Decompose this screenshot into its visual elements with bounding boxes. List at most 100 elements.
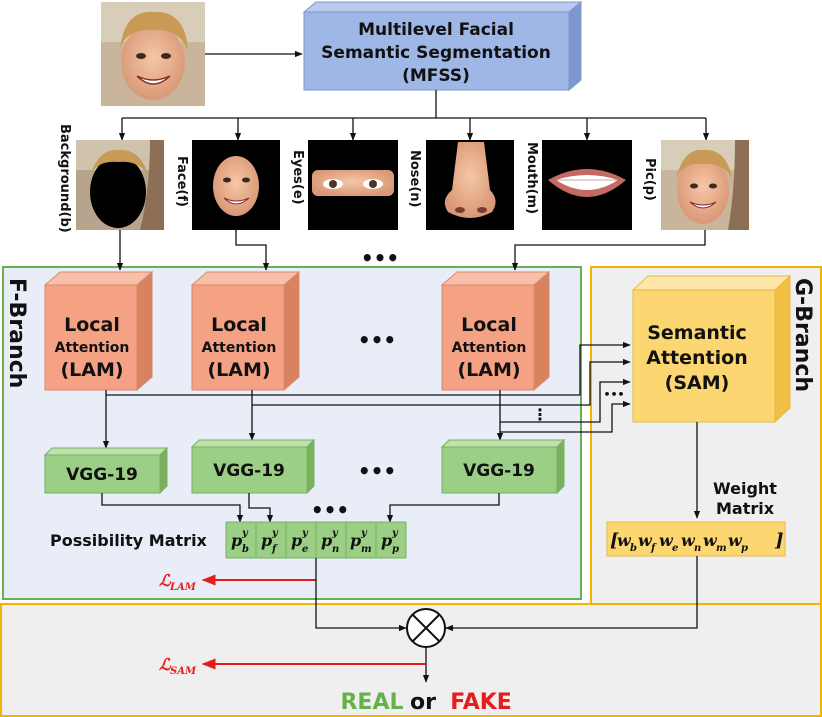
svg-text:p: p xyxy=(261,531,272,550)
svg-text:e: e xyxy=(672,543,678,554)
lam1-line3: (LAM) xyxy=(60,359,123,381)
p-cell-b: p y b xyxy=(231,528,249,555)
lam-box-2 xyxy=(190,270,301,392)
part-label-face: Face(f) xyxy=(174,156,189,207)
part-mouth-image xyxy=(542,140,632,230)
sam-line2: Attention xyxy=(646,347,747,369)
ellipsis-sam: ••• xyxy=(603,388,624,401)
svg-text:y: y xyxy=(360,528,368,539)
p-cell-n: p y n xyxy=(321,528,339,555)
input-photo xyxy=(101,2,205,106)
svg-text:w: w xyxy=(728,531,743,550)
svg-text:m: m xyxy=(361,544,372,555)
mfss-line1: Multilevel Facial xyxy=(358,20,514,40)
lam3-line3: (LAM) xyxy=(457,359,520,381)
sam-line3: (SAM) xyxy=(665,372,730,394)
part-pic-image xyxy=(661,140,749,230)
part-label-pic: Pic(p) xyxy=(642,158,657,201)
multiply-node xyxy=(406,608,446,648)
possibility-matrix xyxy=(225,521,407,559)
vgg1-label: VGG-19 xyxy=(66,465,138,485)
svg-text:y: y xyxy=(271,528,279,539)
weight-label-1: Weight xyxy=(713,479,777,498)
vdots-sam: ⋮ xyxy=(532,405,548,424)
svg-text:w: w xyxy=(617,531,632,550)
svg-text:p: p xyxy=(321,531,332,550)
vgg-box-2 xyxy=(190,438,316,495)
mfss-line3: (MFSS) xyxy=(402,66,470,86)
svg-text:w: w xyxy=(703,531,718,550)
svg-text:p: p xyxy=(291,531,302,550)
svg-text:m: m xyxy=(716,543,727,554)
weight-matrix-box xyxy=(606,521,786,557)
part-label-mouth: Mouth(m) xyxy=(524,142,539,214)
lam-box-3 xyxy=(440,270,551,392)
svg-text:LAM: LAM xyxy=(169,582,197,593)
mfss-box xyxy=(302,0,583,92)
vgg3-label: VGG-19 xyxy=(463,461,535,481)
p-cell-f: p y f xyxy=(261,528,279,555)
part-label-background: Background(b) xyxy=(57,124,72,233)
ellipsis-matrix: ••• xyxy=(311,498,349,522)
svg-text:w: w xyxy=(659,531,674,550)
result-fake: FAKE xyxy=(450,690,512,715)
part-face-image xyxy=(192,140,280,230)
svg-text:f: f xyxy=(650,543,657,554)
svg-text:ℒ: ℒ xyxy=(159,655,172,674)
svg-text:f: f xyxy=(271,544,278,555)
svg-text:n: n xyxy=(694,543,701,554)
svg-text:y: y xyxy=(241,528,249,539)
p-cell-p: p y p xyxy=(381,528,399,555)
svg-text:b: b xyxy=(242,544,249,555)
ellipsis-top: ••• xyxy=(361,246,399,270)
svg-text:p: p xyxy=(741,543,748,554)
vgg-box-1 xyxy=(43,446,169,495)
part-label-nose: Nose(n) xyxy=(407,150,422,208)
lam2-line1: Local xyxy=(211,314,267,336)
ellipsis-lam: ••• xyxy=(358,328,396,352)
loss-lam: ℒ LAM xyxy=(159,571,197,593)
svg-text:y: y xyxy=(331,528,339,539)
svg-text:p: p xyxy=(381,531,392,550)
svg-text:SAM: SAM xyxy=(170,666,197,677)
svg-text:w: w xyxy=(681,531,696,550)
svg-text:y: y xyxy=(391,528,399,539)
result-real: REAL xyxy=(340,690,403,715)
sam-box xyxy=(631,274,792,424)
svg-text:p: p xyxy=(231,531,242,550)
part-eyes-image xyxy=(308,140,398,230)
f-branch-title: F-Branch xyxy=(4,278,29,388)
svg-text:[: [ xyxy=(610,530,619,551)
part-label-eyes: Eyes(e) xyxy=(290,150,305,205)
weight-matrix-text: [ w b w f w e w n w m w p ] xyxy=(610,530,784,554)
svg-text:y: y xyxy=(301,528,309,539)
p-cell-e: p y e xyxy=(291,528,309,555)
part-background-image xyxy=(76,140,164,230)
weight-label-2: Matrix xyxy=(716,499,775,518)
lam2-line2: Attention xyxy=(202,340,277,356)
part-nose-image xyxy=(426,140,514,230)
result-or: or xyxy=(410,690,436,715)
lam1-line2: Attention xyxy=(55,340,130,356)
lam3-line1: Local xyxy=(461,314,517,336)
ellipsis-vgg: ••• xyxy=(358,459,396,483)
mfss-line2: Semantic Segmentation xyxy=(321,43,551,63)
svg-text:p: p xyxy=(350,531,361,550)
possibility-matrix-label: Possibility Matrix xyxy=(50,531,208,550)
svg-text:n: n xyxy=(332,544,339,555)
svg-text:ℒ: ℒ xyxy=(159,571,172,590)
svg-text:e: e xyxy=(302,544,308,555)
svg-text:p: p xyxy=(392,544,399,555)
vgg2-label: VGG-19 xyxy=(213,461,285,481)
lam2-line3: (LAM) xyxy=(207,359,270,381)
loss-sam: ℒ SAM xyxy=(159,655,197,677)
g-branch-title: G-Branch xyxy=(790,278,815,392)
svg-text:b: b xyxy=(630,543,637,554)
lam1-line1: Local xyxy=(64,314,120,336)
svg-text:w: w xyxy=(638,531,653,550)
lam-box-1 xyxy=(43,270,154,392)
p-cell-m: p y m xyxy=(350,528,372,555)
svg-text:]: ] xyxy=(774,530,784,551)
lam3-line2: Attention xyxy=(452,340,527,356)
